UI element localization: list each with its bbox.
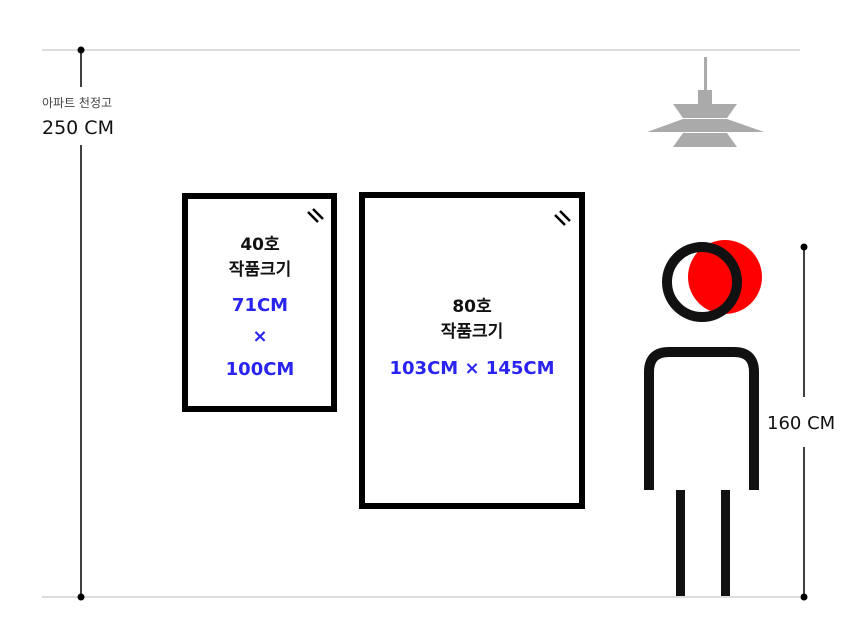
ceiling-height-value: 250 CM [42, 117, 114, 139]
frame-80-size: 103CM × 145CM [389, 358, 555, 379]
pendant-lamp-icon [647, 57, 764, 147]
right-leg [721, 490, 730, 596]
head-accent-circle [688, 240, 762, 314]
frame-80-title: 80호 [452, 297, 492, 317]
frame-40-times: × [252, 326, 268, 347]
person-icon [644, 240, 762, 596]
person-height-measure [800, 243, 808, 601]
head-ring [662, 242, 742, 322]
body [644, 347, 759, 490]
frame-40-width: 71CM [231, 295, 289, 316]
ceiling-height-label: 아파트 천정고 [42, 96, 113, 110]
frame-80-subtitle: 작품크기 [440, 322, 504, 342]
ceiling-height-measure [77, 46, 85, 601]
hanging-mark-icon [307, 208, 324, 223]
frame-40-title: 40호 [240, 235, 280, 255]
frame-40-subtitle: 작품크기 [228, 260, 292, 280]
hanging-mark-icon [554, 210, 571, 226]
person-height-value: 160 CM [767, 413, 836, 434]
frame-80ho [359, 192, 585, 509]
left-leg [676, 490, 685, 596]
frame-40ho [182, 193, 337, 412]
frame-40-height: 100CM [225, 359, 295, 380]
